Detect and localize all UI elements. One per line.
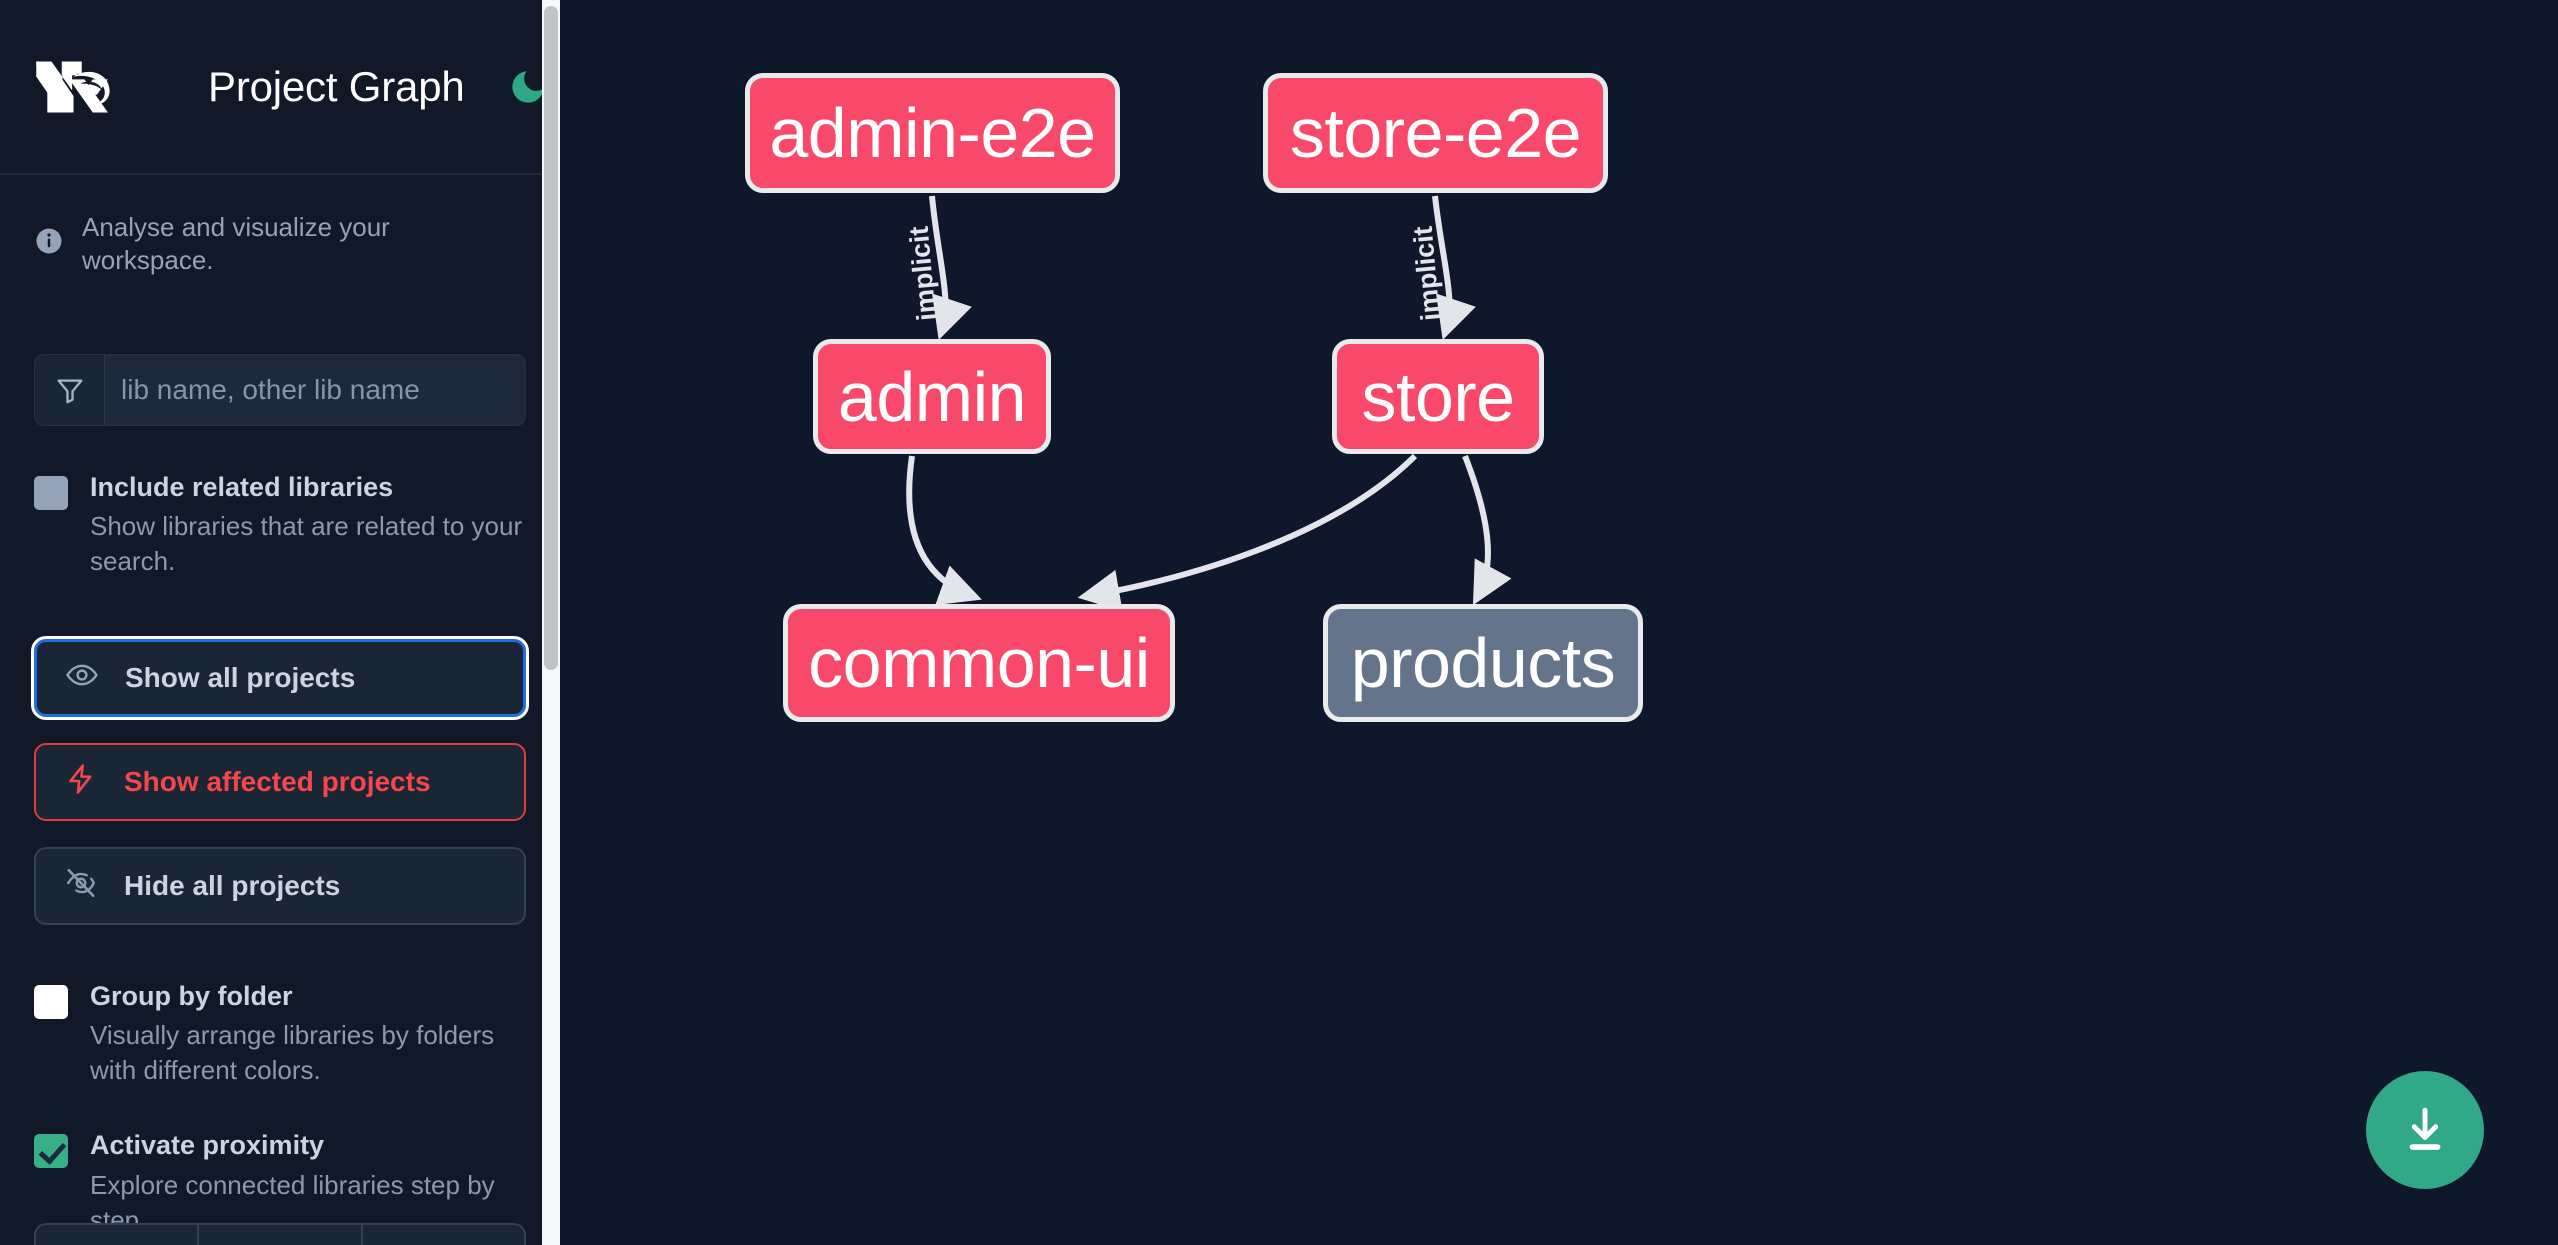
graph-node-products-label: products: [1350, 624, 1616, 702]
activate-proximity-label: Activate proximity: [90, 1130, 325, 1161]
graph-node-store-label: store: [1361, 357, 1515, 436]
show-all-projects-button[interactable]: Show all projects: [31, 636, 529, 721]
checkbox-activate-proximity[interactable]: Activate proximity Explore connected lib…: [34, 1130, 526, 1237]
workspace-info-text: Analyse and visualize your workspace.: [82, 212, 390, 275]
info-icon: [34, 226, 64, 261]
page-title: Project Graph: [208, 62, 465, 110]
group-by-folder-checkbox[interactable]: [34, 985, 68, 1020]
download-button[interactable]: [2366, 1071, 2484, 1189]
edge-store-e2e-store: [1432, 195, 1476, 340]
graph-edges: [906, 195, 1512, 612]
graph-node-common-ui-label: common-ui: [808, 624, 1150, 702]
proximity-segmented-control[interactable]: [34, 1223, 526, 1245]
show-affected-projects-label: Show affected projects: [124, 766, 431, 798]
graph-node-store-e2e[interactable]: store-e2e: [1263, 73, 1608, 193]
download-icon: [2409, 1107, 2441, 1150]
nx-logo: [30, 56, 128, 118]
search-input[interactable]: [105, 355, 525, 425]
graph-node-admin[interactable]: admin: [813, 339, 1051, 454]
graph-node-admin-label: admin: [837, 357, 1027, 436]
checkbox-group-by-folder[interactable]: Group by folder Visually arrange librari…: [34, 981, 526, 1088]
graph-node-store[interactable]: store: [1332, 339, 1544, 454]
hide-all-projects-button[interactable]: Hide all projects: [34, 847, 526, 926]
lightning-icon: [64, 762, 98, 803]
graph-node-store-e2e-label: store-e2e: [1289, 94, 1582, 172]
graph-node-admin-e2e[interactable]: admin-e2e: [745, 73, 1120, 193]
filter-box: [34, 354, 526, 426]
group-by-folder-description: Visually arrange libraries by folders wi…: [90, 1020, 495, 1086]
eye-icon: [65, 658, 99, 699]
group-by-folder-label: Group by folder: [90, 981, 293, 1012]
show-affected-projects-button[interactable]: Show affected projects: [34, 743, 526, 822]
funnel-icon[interactable]: [35, 355, 105, 425]
graph-node-common-ui[interactable]: common-ui: [783, 604, 1175, 722]
proximity-segment-3[interactable]: [363, 1225, 524, 1245]
moon-icon[interactable]: [505, 64, 551, 110]
sidebar-scrollbar-track[interactable]: [542, 0, 560, 1245]
include-related-libraries-description: Show libraries that are related to your …: [90, 511, 523, 577]
proximity-segment-2[interactable]: [199, 1225, 363, 1245]
edge-admin-common-ui: [906, 455, 982, 605]
eye-off-icon: [64, 866, 98, 907]
include-related-libraries-label: Include related libraries: [90, 472, 394, 502]
edge-admin-e2e-admin: [929, 195, 972, 340]
include-related-libraries-checkbox[interactable]: [34, 476, 68, 510]
activate-proximity-checkbox[interactable]: [34, 1134, 68, 1169]
hide-all-projects-label: Hide all projects: [124, 870, 341, 902]
checkbox-include-related-libraries[interactable]: Include related libraries Show libraries…: [34, 472, 526, 579]
edge-store-products: [1462, 454, 1512, 606]
sidebar-header: Project Graph: [0, 0, 560, 175]
graph-canvas[interactable]: admin-e2e store-e2e admin store common-u…: [560, 0, 2558, 1245]
proximity-segment-1[interactable]: [36, 1225, 200, 1245]
graph-node-admin-e2e-label: admin-e2e: [769, 94, 1096, 172]
sidebar: Project Graph: [0, 0, 560, 1245]
show-all-projects-label: Show all projects: [125, 662, 356, 694]
edge-store-common-ui: [1077, 453, 1418, 612]
sidebar-scrollbar-thumb[interactable]: [544, 6, 558, 670]
graph-node-products[interactable]: products: [1323, 604, 1643, 722]
workspace-info: Analyse and visualize your workspace.: [34, 211, 526, 276]
